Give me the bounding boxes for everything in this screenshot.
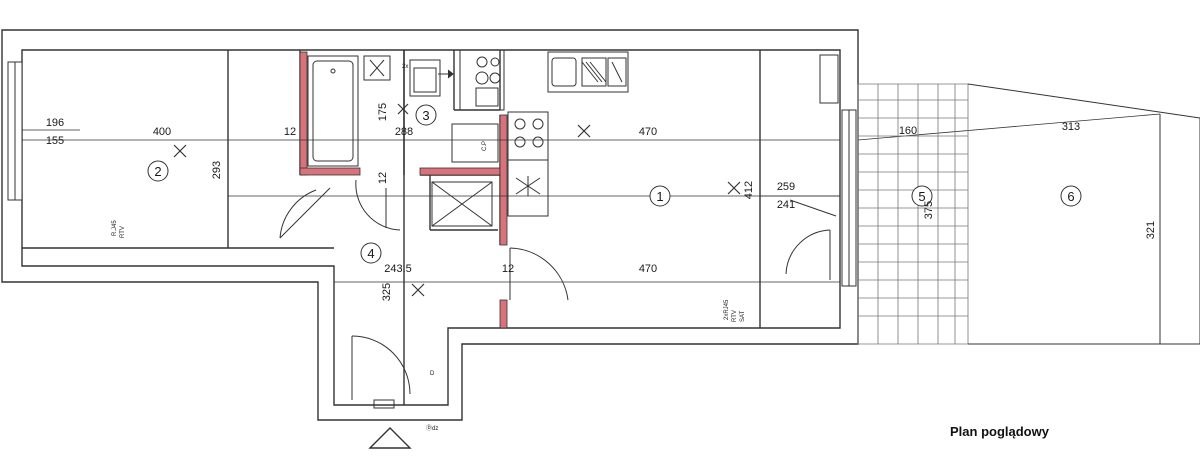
dim-garden-width: 313 — [1062, 121, 1080, 133]
dim-partition-left: 12 — [284, 126, 296, 138]
garden-outline — [967, 83, 1200, 345]
dim-hall-width: 243.5 — [384, 263, 412, 275]
room-marker-4 — [360, 242, 382, 264]
dim-room1-window-bottom: 241 — [777, 199, 795, 211]
dim-garden-height: 321 — [1145, 221, 1157, 239]
terrace-grid — [857, 83, 969, 345]
label-kitchen-cp: C.P — [482, 141, 488, 151]
label-door-d: D — [430, 371, 435, 377]
dim-room2-width: 400 — [153, 126, 171, 138]
dim-partition-mid: 12 — [377, 172, 389, 184]
room-markers — [147, 104, 1082, 264]
room-number-5: 5 — [918, 189, 925, 204]
room-marker-1 — [649, 185, 671, 207]
plan-caption: Plan poglądowy — [950, 424, 1049, 439]
bathtub — [307, 55, 359, 167]
dim-room2-window-bottom: 155 — [46, 135, 64, 147]
room-marker-6 — [1060, 185, 1082, 207]
light-marks — [173, 103, 741, 297]
dim-room2-window-top: 196 — [46, 117, 64, 129]
kitchen-appliances — [451, 49, 629, 217]
annotations: C.P R.J45 RTV 2xRJ45 RTV SAT 2x D Ⓓdz — [112, 64, 746, 432]
room-number-4: 4 — [367, 246, 374, 261]
room-marker-3 — [415, 104, 437, 126]
windows — [7, 54, 857, 287]
label-intercom: Ⓓdz — [426, 424, 438, 432]
bath-fixtures — [363, 55, 454, 97]
room-number-1: 1 — [656, 189, 663, 204]
dim-terrace-width: 160 — [899, 125, 917, 137]
dim-room2-height: 293 — [211, 161, 223, 179]
label-sockets-room2-sub: RTV — [120, 226, 126, 238]
dim-room1-window-top: 259 — [777, 181, 795, 193]
doors — [279, 179, 837, 400]
dimension-lines — [22, 113, 1161, 283]
dim-bath-height: 175 — [377, 103, 389, 121]
ventilation-shaft — [431, 181, 493, 227]
room-number-3: 3 — [422, 108, 429, 123]
room-numbers: 1 2 3 4 5 6 — [154, 108, 1074, 261]
room-number-6: 6 — [1067, 189, 1074, 204]
new-partitions — [299, 51, 508, 329]
dim-room1-width: 470 — [639, 126, 657, 138]
interior-walls — [22, 50, 761, 405]
dim-bath-width: 288 — [395, 126, 413, 138]
dimension-numbers: 196 155 400 293 12 175 288 470 412 259 2… — [46, 103, 1157, 301]
label-sockets-room1-sub2: SAT — [740, 310, 746, 322]
dim-room1-height: 412 — [743, 181, 755, 199]
room-marker-2 — [147, 160, 169, 182]
dim-partition-low: 12 — [502, 263, 514, 275]
label-bath-2x: 2x — [402, 64, 408, 70]
dim-room1-width-low: 470 — [639, 263, 657, 275]
room-marker-5 — [911, 185, 933, 207]
intercom-panel — [373, 399, 395, 409]
dim-hall-height: 325 — [381, 283, 393, 301]
entrance-arrow — [368, 427, 412, 449]
dim-terrace-height: 375 — [923, 201, 935, 219]
label-sockets-room1: 2xRJ45 — [724, 299, 730, 320]
label-sockets-room2: R.J45 — [112, 220, 118, 236]
label-sockets-room1-sub1: RTV — [732, 310, 738, 322]
room-number-2: 2 — [154, 164, 161, 179]
